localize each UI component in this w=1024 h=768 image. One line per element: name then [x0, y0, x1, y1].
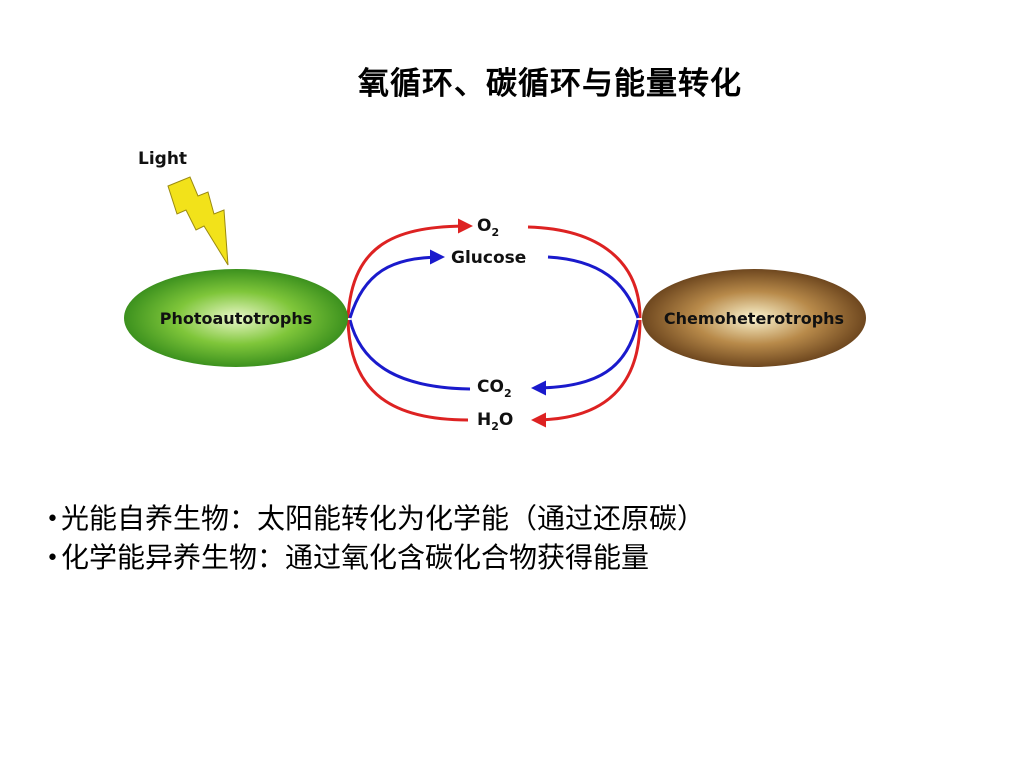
slide-title: 氧循环、碳循环与能量转化 [358, 66, 742, 102]
bullet-chemoheterotrophs: •化学能异养生物：通过氧化含碳化合物获得能量 [46, 541, 649, 574]
bullet-list: •光能自养生物：太阳能转化为化学能（通过还原碳） •化学能异养生物：通过氧化含碳… [46, 500, 705, 578]
co2-arrow [531, 319, 640, 396]
lightning-bolt-icon [167, 176, 229, 266]
co2-to-photo-line [348, 319, 471, 391]
o2-arrow [346, 218, 473, 319]
chemoheterotrophs-label: Chemoheterotrophs [664, 309, 844, 328]
h2o-arrow [531, 319, 642, 428]
glucose-label: Glucose [451, 248, 526, 268]
o2-to-chemo-line [527, 225, 642, 319]
light-label: Light [138, 149, 187, 169]
photoautotrophs-node [124, 269, 348, 367]
cycle-diagram: Light O2 Glucose CO2 H2O Photoautotrophs… [124, 149, 866, 433]
glucose-to-chemo-line [547, 255, 640, 319]
co2-label: CO2 [477, 377, 512, 400]
o2-label: O2 [477, 216, 499, 239]
glucose-arrow [348, 249, 445, 319]
chemoheterotrophs-node [642, 269, 866, 367]
bullet-photoautotrophs: •光能自养生物：太阳能转化为化学能（通过还原碳） [46, 502, 705, 535]
h2o-label: H2O [477, 410, 513, 433]
photoautotrophs-label: Photoautotrophs [160, 309, 312, 328]
h2o-to-photo-line [346, 319, 469, 422]
